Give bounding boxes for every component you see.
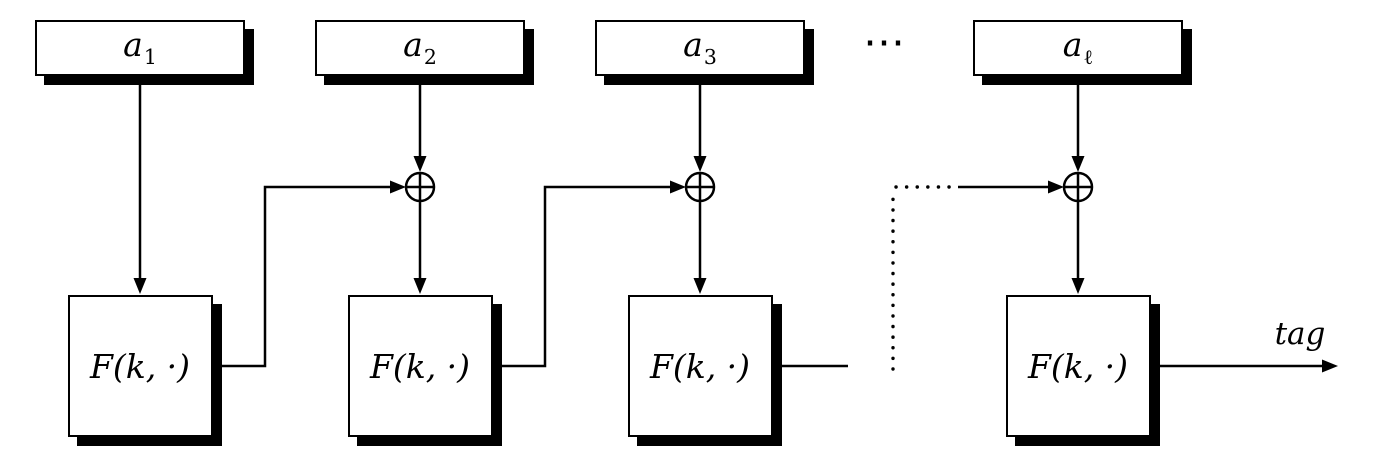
dotted-connectors (891, 185, 960, 371)
xor-node-l (1062, 171, 1094, 203)
tag-label: tag (1274, 316, 1326, 352)
prf-block-3: F(k, ·) (627, 295, 773, 437)
solid-connectors (138, 76, 1324, 368)
xor-node-3 (684, 171, 716, 203)
message-block-al-label: aℓ (1062, 25, 1094, 70)
message-block-a2-label: a2 (403, 25, 437, 70)
message-block-a1: a1 (35, 20, 245, 76)
prf-block-2-label: F(k, ·) (369, 346, 471, 386)
message-block-a2: a2 (315, 20, 525, 76)
prf-block-1: F(k, ·) (67, 295, 213, 437)
prf-block-1-label: F(k, ·) (89, 346, 191, 386)
prf-block-l-label: F(k, ·) (1027, 346, 1129, 386)
prf-block-3-label: F(k, ·) (649, 346, 751, 386)
message-block-a3: a3 (595, 20, 805, 76)
prf-block-l: F(k, ·) (1005, 295, 1151, 437)
prf-block-2: F(k, ·) (347, 295, 493, 437)
ellipsis-top: ⋯ (863, 17, 907, 66)
xor-node-2 (404, 171, 436, 203)
message-block-a1-label: a1 (123, 25, 157, 70)
arrowheads (133, 156, 1338, 373)
message-block-a3-label: a3 (683, 25, 717, 70)
message-block-al: aℓ (973, 20, 1183, 76)
